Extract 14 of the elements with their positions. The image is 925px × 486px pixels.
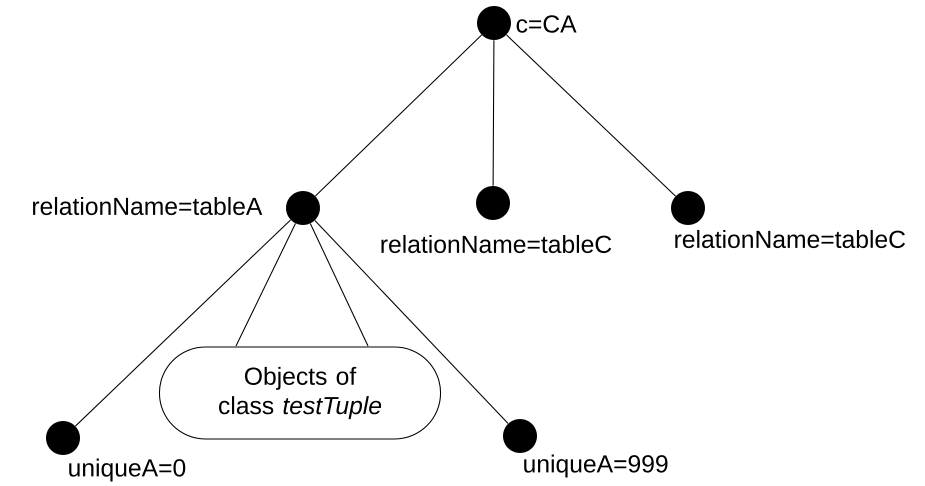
node-label: relationName=tableC (381, 234, 612, 254)
connector-line (75, 220, 291, 426)
connector-line (506, 34, 676, 196)
node-label: uniqueA=999 (524, 454, 668, 478)
node-label: relationName=tableA (33, 196, 262, 216)
connector-line (314, 220, 508, 424)
connector-line (492, 40, 494, 186)
node-label: uniqueA=0 (69, 458, 186, 482)
rounded-box: Objects of class testTuple (158, 346, 442, 440)
node-label: c=CA (516, 15, 577, 33)
node-label: relationName=tableC (675, 230, 906, 248)
connector-line (236, 223, 296, 346)
connector-line (310, 223, 368, 346)
connector-line (315, 34, 482, 196)
